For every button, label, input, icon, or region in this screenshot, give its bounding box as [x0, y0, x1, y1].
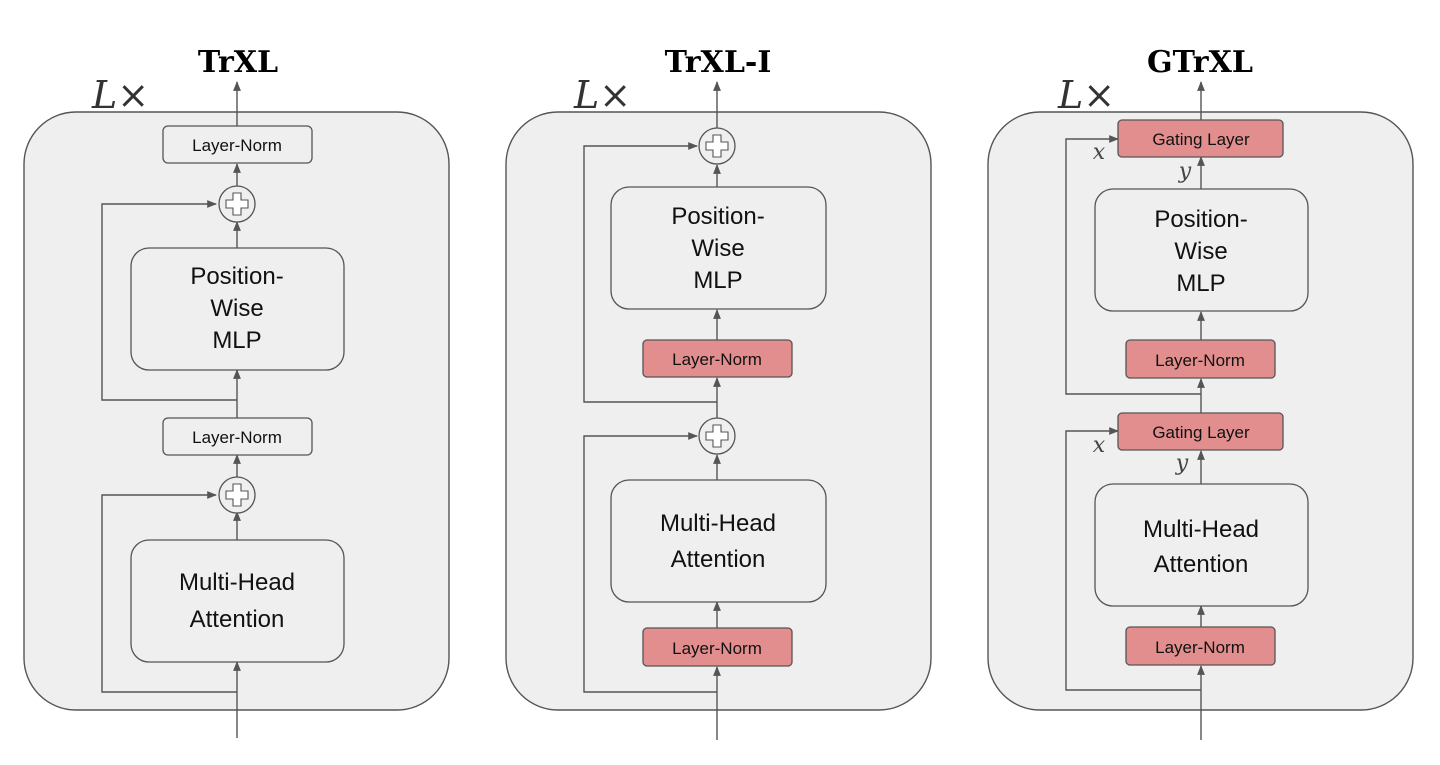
- svg-text:Wise: Wise: [691, 235, 744, 262]
- svg-text:Multi-Head: Multi-Head: [660, 510, 776, 537]
- multi-head-attention-block: Multi-Head Attention: [1094, 483, 1309, 607]
- svg-text:Layer-Norm: Layer-Norm: [192, 136, 282, 155]
- layer-norm-box: Layer-Norm: [162, 125, 313, 164]
- panel-title: TrXL: [198, 45, 278, 80]
- panel-trxl: TrXL L× Multi-Head Attention Layer-Norm: [23, 45, 450, 738]
- svg-text:Attention: Attention: [1154, 551, 1249, 578]
- svg-text:Gating Layer: Gating Layer: [1152, 423, 1250, 442]
- gate-input-y-label: y: [1178, 159, 1192, 184]
- svg-text:Wise: Wise: [1174, 238, 1227, 265]
- svg-text:Multi-Head: Multi-Head: [1143, 516, 1259, 543]
- svg-text:Position-: Position-: [671, 203, 764, 230]
- layer-norm-box-highlighted: Layer-Norm: [642, 627, 793, 667]
- svg-text:Layer-Norm: Layer-Norm: [1155, 638, 1245, 657]
- svg-text:Layer-Norm: Layer-Norm: [192, 428, 282, 447]
- svg-text:Wise: Wise: [210, 295, 263, 322]
- layer-norm-box-highlighted: Layer-Norm: [642, 339, 793, 378]
- svg-text:Multi-Head: Multi-Head: [179, 569, 295, 596]
- position-wise-mlp-block: Position- Wise MLP: [130, 247, 345, 371]
- svg-text:Attention: Attention: [190, 606, 285, 633]
- repeat-label: L×: [573, 73, 631, 117]
- plus-icon: [225, 192, 249, 216]
- position-wise-mlp-block: Position- Wise MLP: [1094, 188, 1309, 312]
- gating-layer-box: Gating Layer: [1117, 119, 1284, 158]
- svg-text:MLP: MLP: [212, 327, 261, 354]
- panel-title: GTrXL: [1147, 45, 1253, 80]
- svg-text:MLP: MLP: [693, 267, 742, 294]
- svg-text:Layer-Norm: Layer-Norm: [672, 639, 762, 658]
- residual-add-node: [698, 127, 736, 165]
- residual-add-node: [218, 185, 256, 223]
- svg-text:Attention: Attention: [671, 546, 766, 573]
- svg-text:MLP: MLP: [1176, 270, 1225, 297]
- svg-text:Gating Layer: Gating Layer: [1152, 130, 1250, 149]
- gating-layer-box: Gating Layer: [1117, 412, 1284, 451]
- residual-add-node: [698, 417, 736, 455]
- position-wise-mlp-block: Position- Wise MLP: [610, 186, 827, 310]
- layer-norm-box: Layer-Norm: [162, 417, 313, 456]
- panel-gtrxl: GTrXL L× Layer-Norm Multi-Head Attention…: [987, 45, 1414, 740]
- plus-icon: [705, 424, 729, 448]
- panel-title: TrXL-I: [665, 45, 772, 80]
- svg-text:Layer-Norm: Layer-Norm: [1155, 351, 1245, 370]
- layer-norm-box-highlighted: Layer-Norm: [1125, 626, 1276, 666]
- multi-head-attention-block: Multi-Head Attention: [610, 479, 827, 603]
- plus-icon: [225, 483, 249, 507]
- gate-input-x-label: x: [1093, 433, 1106, 458]
- panel-trxl-i: TrXL-I L× Layer-Norm Multi-Head Attentio…: [505, 45, 932, 740]
- multi-head-attention-block: Multi-Head Attention: [130, 539, 345, 663]
- gate-input-x-label: x: [1093, 140, 1106, 165]
- svg-text:Position-: Position-: [190, 263, 283, 290]
- repeat-label: L×: [1057, 73, 1115, 117]
- repeat-label: L×: [91, 73, 149, 117]
- layer-norm-box-highlighted: Layer-Norm: [1125, 339, 1276, 379]
- svg-text:Layer-Norm: Layer-Norm: [672, 350, 762, 369]
- gate-input-y-label: y: [1175, 451, 1189, 476]
- residual-add-node: [218, 476, 256, 514]
- plus-icon: [705, 134, 729, 158]
- svg-text:Position-: Position-: [1154, 206, 1247, 233]
